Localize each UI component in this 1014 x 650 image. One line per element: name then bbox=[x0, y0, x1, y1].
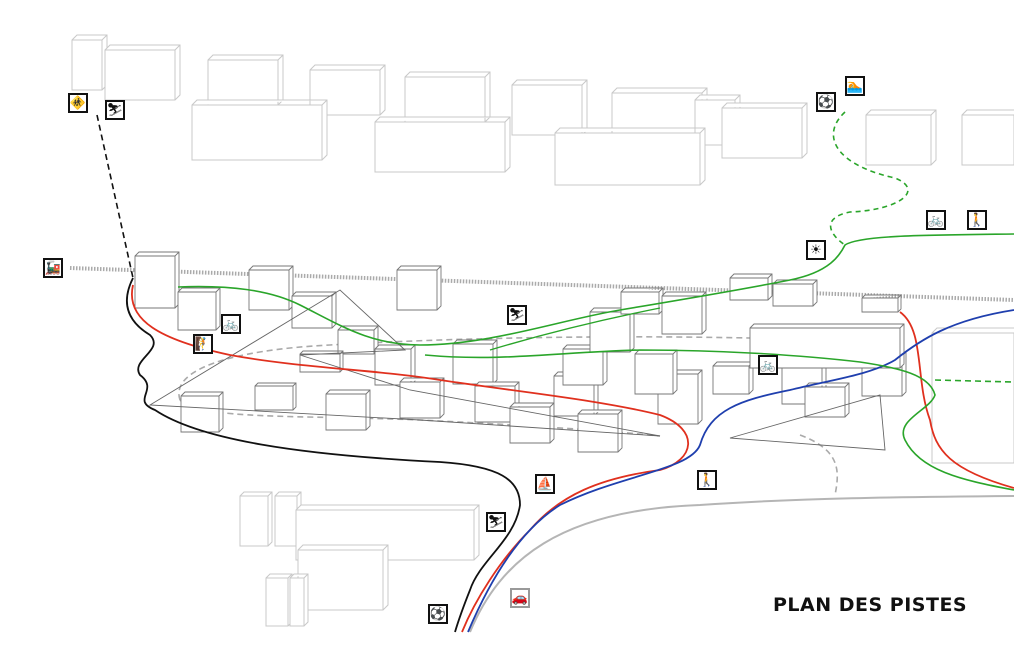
blue-path bbox=[467, 309, 1014, 633]
building bbox=[509, 402, 555, 444]
grey-dashed-path bbox=[799, 434, 839, 496]
building bbox=[177, 287, 221, 331]
buildings bbox=[134, 251, 907, 453]
bicycle-icon: 🚲 bbox=[926, 210, 946, 230]
building bbox=[399, 377, 445, 419]
building bbox=[191, 99, 328, 161]
green-dashed-path bbox=[829, 111, 909, 246]
sailing-icon: ⛵ bbox=[535, 474, 555, 494]
building bbox=[712, 361, 754, 395]
plaza bbox=[729, 394, 886, 451]
black-path bbox=[126, 277, 521, 633]
road bbox=[469, 495, 1014, 633]
building bbox=[804, 382, 850, 418]
building bbox=[207, 54, 284, 106]
building bbox=[861, 294, 902, 313]
bicycle-icon: 🚲 bbox=[758, 355, 778, 375]
building bbox=[511, 79, 588, 136]
building bbox=[931, 327, 1014, 464]
building bbox=[104, 44, 181, 101]
climbing-icon: 🧗 bbox=[193, 334, 213, 354]
background-buildings bbox=[71, 34, 1014, 627]
building bbox=[289, 573, 309, 627]
ski-jump-icon: ⛷ bbox=[105, 100, 125, 120]
football-icon: ⚽ bbox=[816, 92, 836, 112]
building bbox=[254, 382, 297, 411]
walker-icon: 🚶 bbox=[697, 470, 717, 490]
building bbox=[961, 109, 1014, 166]
building bbox=[291, 291, 337, 329]
building bbox=[554, 127, 706, 186]
building bbox=[620, 287, 664, 315]
green-dashed-path bbox=[934, 379, 1014, 383]
building bbox=[297, 544, 389, 611]
sun-icon: ☀ bbox=[806, 240, 826, 260]
building bbox=[404, 71, 491, 123]
bicycle-icon: 🚲 bbox=[221, 314, 241, 334]
building bbox=[772, 279, 818, 307]
map-title: PLAN DES PISTES bbox=[773, 594, 968, 616]
ski-jump-icon: ⛷ bbox=[507, 305, 527, 325]
building bbox=[134, 251, 180, 309]
green-path bbox=[424, 349, 1014, 491]
train-icon: 🚂 bbox=[43, 258, 63, 278]
plaza bbox=[148, 289, 661, 437]
building bbox=[396, 265, 442, 311]
building bbox=[325, 389, 371, 431]
grey-dashed-path bbox=[178, 336, 881, 401]
car-icon: 🚗 bbox=[510, 588, 530, 608]
building bbox=[180, 391, 224, 433]
building bbox=[265, 573, 293, 627]
building bbox=[452, 339, 498, 385]
railway-line bbox=[69, 266, 1014, 302]
black-dashed-path bbox=[96, 114, 134, 279]
building bbox=[274, 491, 302, 547]
building bbox=[239, 491, 273, 547]
football-icon: ⚽ bbox=[428, 604, 448, 624]
green-path bbox=[489, 307, 661, 351]
building bbox=[749, 323, 905, 369]
building bbox=[337, 325, 379, 355]
building bbox=[661, 291, 707, 335]
building bbox=[248, 265, 294, 311]
building bbox=[634, 349, 678, 395]
skier-icon: ⛷ bbox=[486, 512, 506, 532]
building bbox=[721, 102, 808, 159]
green-path bbox=[177, 233, 1014, 346]
red-path bbox=[899, 311, 1014, 489]
building bbox=[71, 34, 108, 91]
swimming-icon: 🏊 bbox=[845, 76, 865, 96]
building bbox=[865, 109, 937, 166]
building bbox=[374, 116, 511, 173]
walker-icon: 🚶 bbox=[967, 210, 987, 230]
pedestrians-icon: 🚸 bbox=[68, 93, 88, 113]
